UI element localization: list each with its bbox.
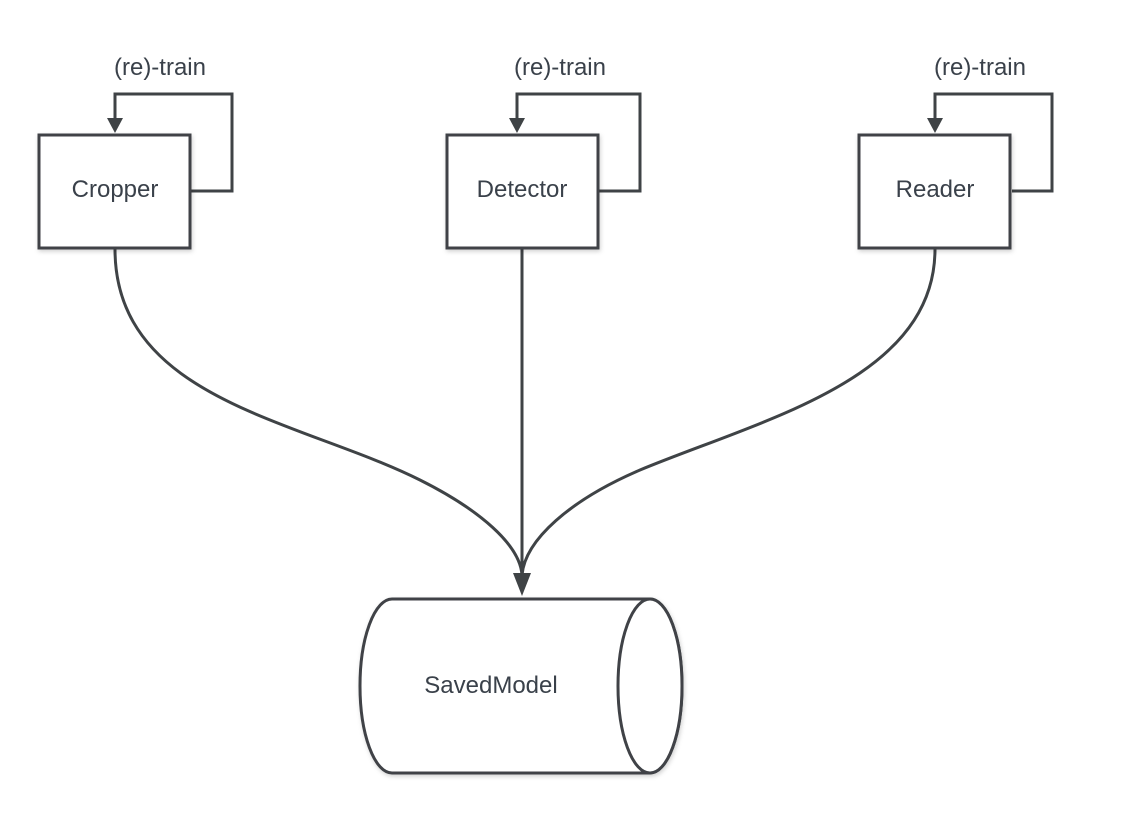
cropper-retrain-label: (re)-train — [114, 54, 206, 81]
reader-loop-arrowhead — [927, 118, 943, 133]
reader-to-savedmodel-edge — [520, 248, 937, 576]
detector-box — [445, 133, 600, 250]
detector-loop-arrowhead — [509, 118, 525, 133]
cropper-loop-arrowhead — [107, 118, 123, 133]
cropper-to-savedmodel-edge — [113, 248, 524, 576]
savedmodel-arrowhead — [513, 573, 531, 596]
detector-retrain-loop — [509, 92, 642, 193]
savedmodel-cylinder — [358, 597, 684, 775]
detector-label: Detector — [477, 176, 568, 203]
cropper-box — [37, 133, 192, 250]
reader-label: Reader — [896, 176, 975, 203]
detector-retrain-label: (re)-train — [514, 54, 606, 81]
reader-retrain-label: (re)-train — [934, 54, 1026, 81]
cropper-retrain-loop — [107, 92, 234, 193]
reader-box — [857, 133, 1012, 250]
cropper-label: Cropper — [72, 176, 159, 203]
savedmodel-label: SavedModel — [424, 672, 557, 699]
reader-retrain-loop — [927, 92, 1054, 193]
